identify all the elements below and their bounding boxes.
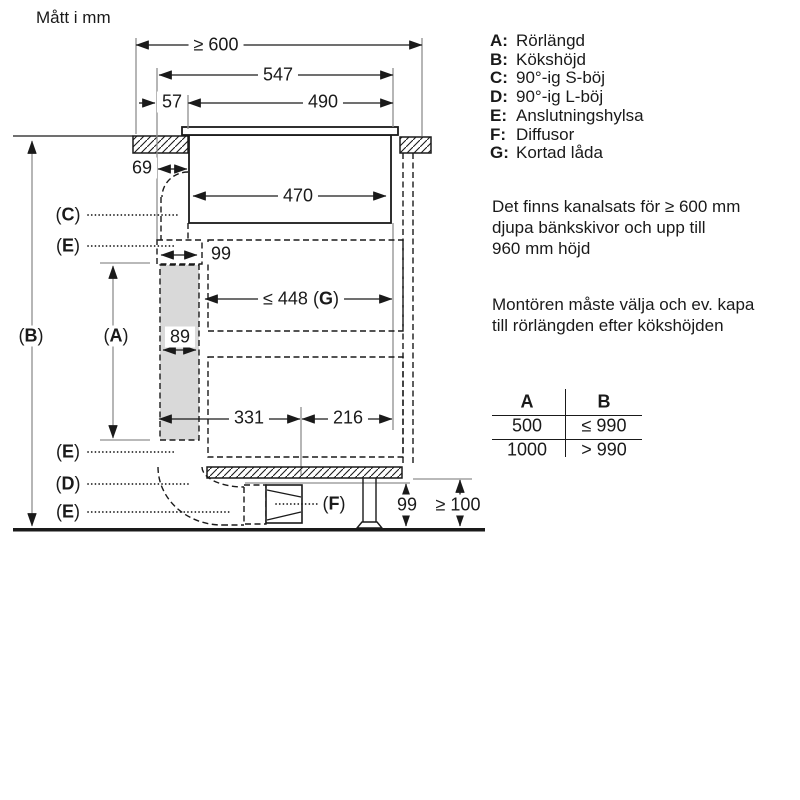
- table-cell-b1: ≤ 990: [581, 415, 627, 436]
- worktop-hatch-right: [399, 136, 432, 154]
- dim-label-99-plinth: 99: [391, 494, 423, 516]
- note-installer: Montören måste välja och ev. kapa till r…: [492, 295, 755, 335]
- dim-label-216: 216: [327, 407, 369, 429]
- plinth-hatch: [206, 466, 403, 479]
- drawer-box-upper: [207, 239, 404, 332]
- dim-label-100-plinth: ≥ 100: [430, 494, 486, 516]
- s-bend-arc: [161, 171, 189, 198]
- legend-item-G: G:Kortad låda: [490, 143, 603, 163]
- dim-label-331: 331: [228, 407, 270, 429]
- dim-label-490: 490: [302, 91, 344, 113]
- table-header-B: B: [597, 391, 611, 412]
- legend-item-D: D:90°-ig L-böj: [490, 87, 604, 107]
- legend-item-F: F:Diffusor: [490, 124, 575, 144]
- legend-item-C: C:90°-ig S-böj: [490, 68, 606, 88]
- table-cell-a2: 1000: [506, 439, 548, 460]
- legend-item-E: E:Anslutningshylsa: [490, 105, 644, 125]
- ab-table: A B 500 ≤ 990 1000 > 990: [492, 389, 644, 460]
- l-bend-outer: [157, 466, 223, 526]
- note-countertop: Det finns kanalsats för ≥ 600 mm djupa b…: [492, 197, 741, 258]
- dim-label-89: 89: [164, 326, 196, 348]
- dim-label-448-G: ≤ 448 (G): [258, 288, 344, 310]
- legend-item-A: A:Rörlängd: [490, 31, 585, 50]
- diffusor-funnel-top: [266, 489, 302, 498]
- vertical-duct: [159, 264, 200, 441]
- table-hline-2: [492, 439, 642, 441]
- table-header-A: A: [520, 391, 534, 412]
- callout-F: (F): [320, 493, 348, 515]
- dim-label-470: 470: [277, 185, 319, 207]
- sleeve-bottom: [243, 484, 267, 525]
- dim-label-57: 57: [156, 91, 188, 113]
- l-bend-inner: [201, 466, 245, 488]
- hob-body: [188, 134, 392, 224]
- table-hline-1: [492, 415, 642, 417]
- dim-label-69: 69: [126, 157, 158, 179]
- sleeve-top: [156, 239, 203, 265]
- floor-line: [13, 528, 485, 532]
- dim-label-depth-min: ≥ 600: [188, 34, 244, 56]
- worktop-hatch-left: [132, 135, 189, 154]
- callout-leaders: [87, 214, 318, 513]
- leg-foot: [355, 521, 384, 529]
- callout-B: (B): [16, 325, 46, 347]
- page-title: Mått i mm: [36, 8, 111, 27]
- dim-label-547: 547: [257, 64, 299, 86]
- callout-D: (D): [53, 473, 83, 495]
- extension-lines: [100, 38, 472, 484]
- table-cell-a1: 500: [511, 415, 543, 436]
- legend: A:Rörlängd B:Kökshöjd C:90°-ig S-böj D:9…: [490, 31, 644, 163]
- callout-E-top: (E): [53, 235, 83, 257]
- dim-label-99-sleeve: 99: [205, 243, 237, 265]
- callout-E-mid: (E): [53, 441, 83, 463]
- drawer-box-lower: [207, 356, 404, 458]
- table-vline: [565, 389, 567, 457]
- table-cell-b2: > 990: [581, 439, 627, 460]
- callout-C: (C): [53, 204, 83, 226]
- legend-item-B: B:Kökshöjd: [490, 49, 586, 69]
- diffusor-funnel-bottom: [266, 511, 302, 521]
- callout-E-bottom: (E): [53, 501, 83, 523]
- callout-A: (A): [101, 325, 131, 347]
- hob-glass: [181, 126, 399, 136]
